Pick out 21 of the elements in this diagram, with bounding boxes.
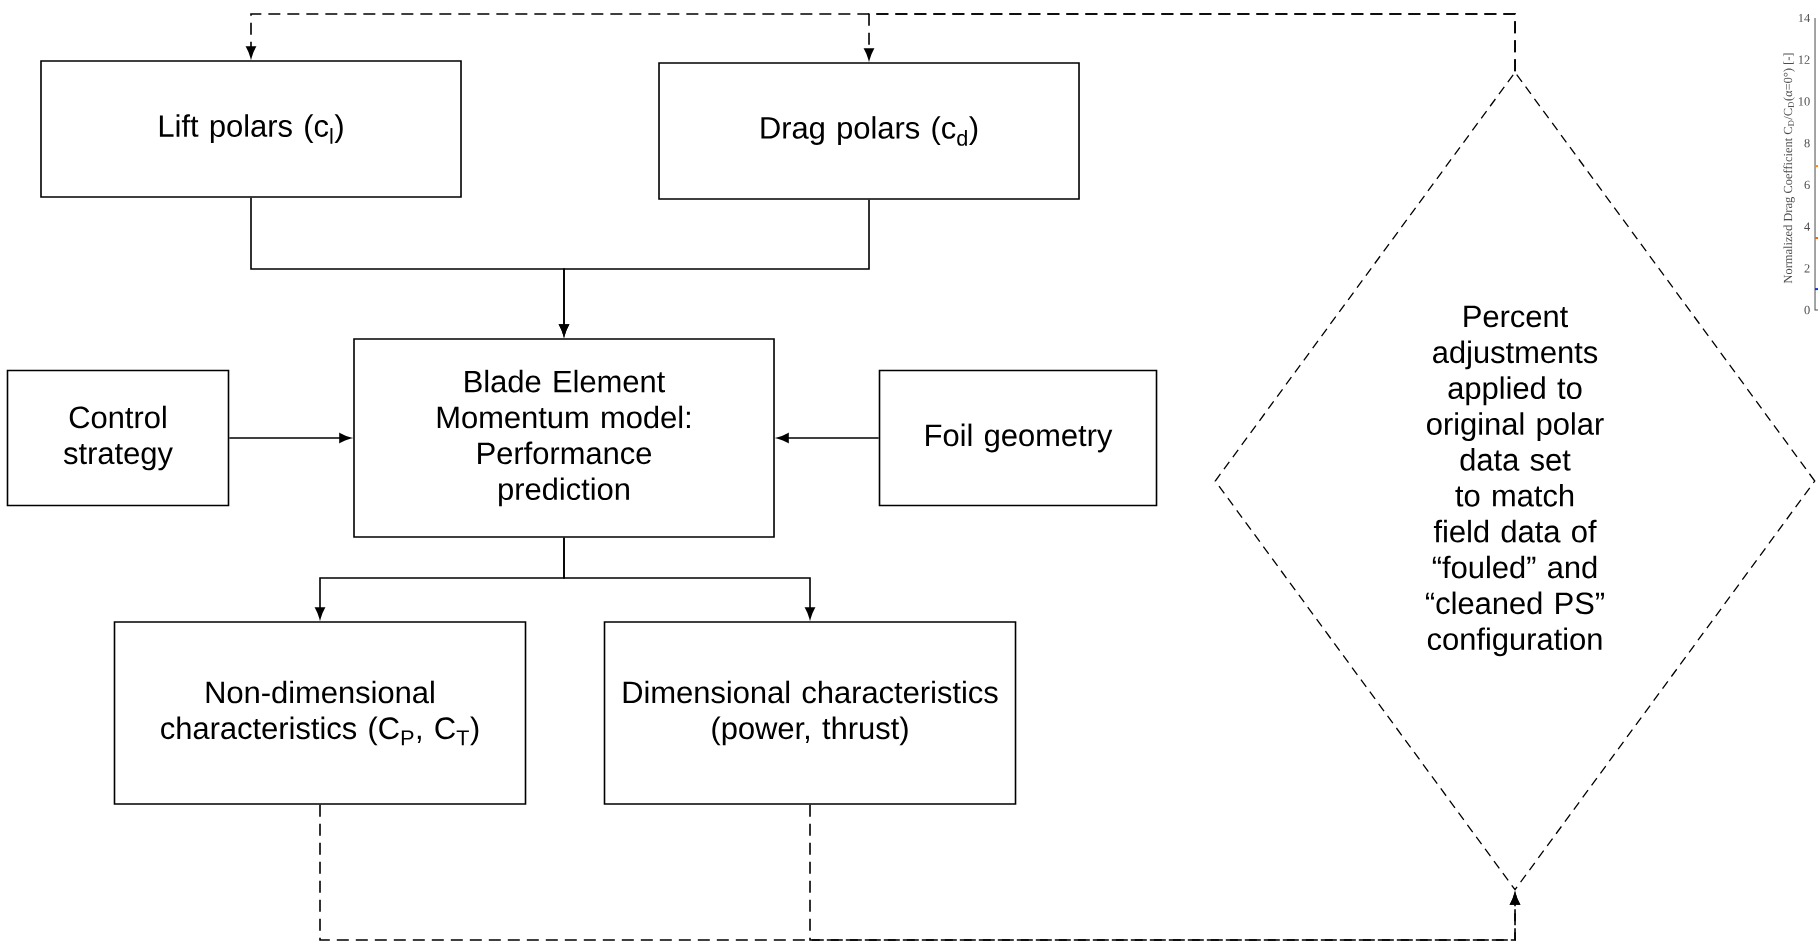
tick-label: 4: [1804, 222, 1811, 231]
tick-label: 6: [1804, 180, 1810, 190]
tick-label: 0: [1804, 305, 1810, 315]
arrow: [864, 13, 1516, 73]
axis-label: Normalized Drag Coefficient C$_{D}$/C$_{D}$(α=0°) [-]: [1783, 53, 1795, 284]
process-box: Dimensional characteristics (power, thrust): [603, 621, 1017, 805]
tick-label: 10: [1798, 97, 1810, 106]
arrow: [777, 433, 880, 443]
tick-label: 2: [1804, 264, 1810, 273]
process-box: Control strategy: [6, 369, 230, 507]
process-box: Lift polars (c$_{l}$): [40, 60, 462, 198]
tick-label: 14: [1798, 13, 1811, 23]
arrow: [563, 537, 815, 619]
process-box: Blade Element Momentum model: Performance prediction: [353, 338, 775, 538]
arrow: [559, 199, 870, 336]
arrow: [228, 433, 351, 443]
arrow: [809, 804, 1520, 941]
tick-label: 8: [1804, 138, 1810, 148]
process-box: Drag polars (c$_{d}$): [658, 62, 1080, 200]
process-box: Non-dimensional characteristics (C$_{P}$, C$_{T}$): [113, 621, 527, 805]
process-box: Foil geometry: [878, 369, 1158, 507]
